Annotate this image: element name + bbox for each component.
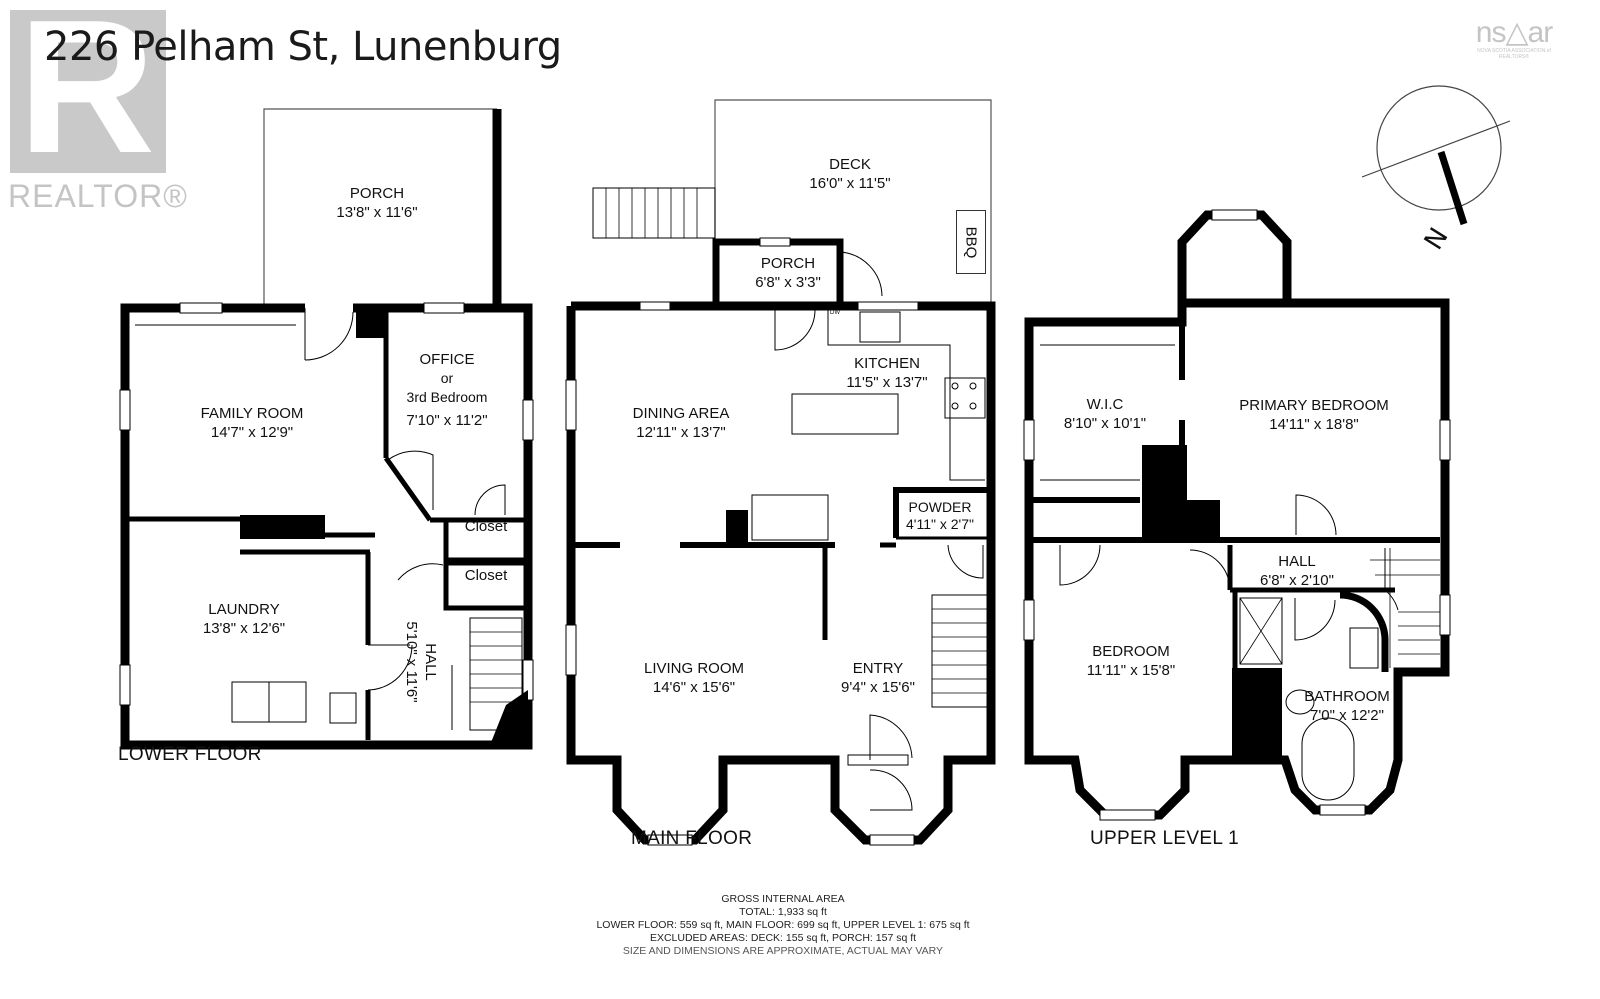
nsar-logo: ns△ar NOVA SCOTIA ASSOCIATION of REALTOR… [1464, 16, 1564, 61]
upper-floor-plan [1023, 209, 1451, 821]
room-powder: POWDER 4'11" x 2'7" [906, 499, 974, 533]
realtor-logo-letter: R [18, 0, 156, 193]
bbq-fixture: BBQ [956, 210, 986, 274]
room-name-or: or [440, 370, 454, 386]
room-name: LIVING ROOM [643, 660, 745, 677]
room-name: BEDROOM [1092, 643, 1170, 660]
nsar-logo-subtext: NOVA SCOTIA ASSOCIATION of REALTORS® [1477, 48, 1551, 60]
room-kitchen: KITCHEN 11'5" x 13'7" [846, 354, 927, 392]
room-bedroom: BEDROOM 11'11" x 15'8" [1087, 642, 1175, 680]
room-dims: 4'11" x 2'7" [906, 516, 974, 532]
room-dims: 7'0" x 12'2" [1310, 707, 1384, 724]
room-dims: 7'10" x 11'2" [406, 412, 488, 429]
room-deck: DECK 16'0" x 11'5" [809, 155, 890, 193]
dishwasher-label: DW [830, 310, 840, 316]
room-entry: ENTRY 9'4" x 15'6" [841, 659, 915, 697]
room-lower-porch: PORCH 13'8" x 11'6" [336, 184, 417, 222]
room-closet-1: Closet [464, 518, 508, 535]
room-living: LIVING ROOM 14'6" x 15'6" [644, 659, 744, 697]
lower-floor-plan [119, 108, 534, 750]
room-name-alt: 3rd Bedroom [406, 389, 488, 405]
realtor-logo: R REALTOR® [8, 0, 187, 214]
room-name: KITCHEN [854, 355, 920, 372]
bbq-label: BBQ [962, 226, 980, 258]
room-dims: 12'11" x 13'7" [636, 424, 726, 441]
realtor-logo-box [10, 10, 166, 173]
nsar-logo-mark: ns△ar [1475, 16, 1553, 49]
room-name: PORCH [349, 185, 405, 202]
room-laundry: LAUNDRY 13'8" x 12'6" [203, 600, 285, 638]
room-name: HALL [1278, 553, 1316, 570]
summary-floors: LOWER FLOOR: 559 sq ft, MAIN FLOOR: 699 … [596, 919, 970, 931]
room-dims: 11'11" x 15'8" [1086, 662, 1176, 679]
room-main-porch: PORCH 6'8" x 3'3" [755, 254, 821, 292]
room-bathroom: BATHROOM 7'0" x 12'2" [1304, 687, 1390, 725]
main-floor-plan [565, 99, 996, 846]
room-name: LAUNDRY [208, 601, 280, 618]
room-dims: 14'11" x 18'8" [1269, 416, 1359, 433]
summary-heading: GROSS INTERNAL AREA [721, 893, 845, 905]
room-upper-hall: HALL 6'8" x 2'10" [1260, 552, 1334, 590]
room-name: PRIMARY BEDROOM [1239, 397, 1389, 414]
room-name: HALL [422, 643, 439, 681]
room-dims: 5'10" x 11'6" [403, 621, 420, 703]
room-closet-2: Closet [464, 567, 508, 584]
compass-icon [1361, 85, 1511, 226]
floor-label-main: MAIN FLOOR [631, 828, 753, 849]
room-name: POWDER [908, 499, 972, 515]
room-office: OFFICE or 3rd Bedroom 7'10" x 11'2" [406, 350, 487, 430]
room-dims: 9'4" x 15'6" [841, 679, 915, 696]
realtor-logo-word: REALTOR® [8, 178, 188, 214]
room-name: DECK [829, 156, 871, 173]
room-name: ENTRY [852, 660, 904, 677]
floor-label-upper: UPPER LEVEL 1 [1090, 828, 1239, 849]
room-family: FAMILY ROOM 14'7" x 12'9" [201, 404, 304, 442]
summary-total: TOTAL: 1,933 sq ft [739, 906, 827, 918]
room-dims: 11'5" x 13'7" [846, 374, 928, 391]
room-name: OFFICE [419, 351, 475, 368]
room-dims: 13'8" x 11'6" [336, 204, 418, 221]
room-name: FAMILY ROOM [200, 405, 304, 422]
room-dims: 8'10" x 10'1" [1063, 415, 1147, 432]
room-dims: 6'8" x 3'3" [755, 274, 821, 291]
summary-excluded: EXCLUDED AREAS: DECK: 155 sq ft, PORCH: … [649, 932, 917, 944]
room-dining: DINING AREA 12'11" x 13'7" [633, 404, 730, 442]
room-dims: 14'6" x 15'6" [652, 679, 736, 696]
room-dims: 6'8" x 2'10" [1260, 572, 1334, 589]
room-dims: 16'0" x 11'5" [809, 175, 891, 192]
room-name: W.I.C [1086, 396, 1124, 413]
page-title: 226 Pelham St, Lunenburg [44, 24, 562, 70]
floor-label-lower: LOWER FLOOR [118, 744, 262, 765]
room-name: BATHROOM [1304, 688, 1390, 705]
room-lower-hall: HALL 5'10" x 11'6" [402, 621, 440, 702]
summary-disclaimer: SIZE AND DIMENSIONS ARE APPROXIMATE, ACT… [622, 945, 944, 957]
room-dims: 14'7" x 12'9" [210, 424, 294, 441]
room-name: PORCH [760, 255, 816, 272]
room-primary-bedroom: PRIMARY BEDROOM 14'11" x 18'8" [1239, 396, 1388, 434]
room-name: DINING AREA [632, 405, 730, 422]
room-dims: 13'8" x 12'6" [202, 620, 286, 637]
room-wic: W.I.C 8'10" x 10'1" [1064, 395, 1146, 433]
area-summary: GROSS INTERNAL AREA TOTAL: 1,933 sq ft L… [596, 893, 969, 958]
